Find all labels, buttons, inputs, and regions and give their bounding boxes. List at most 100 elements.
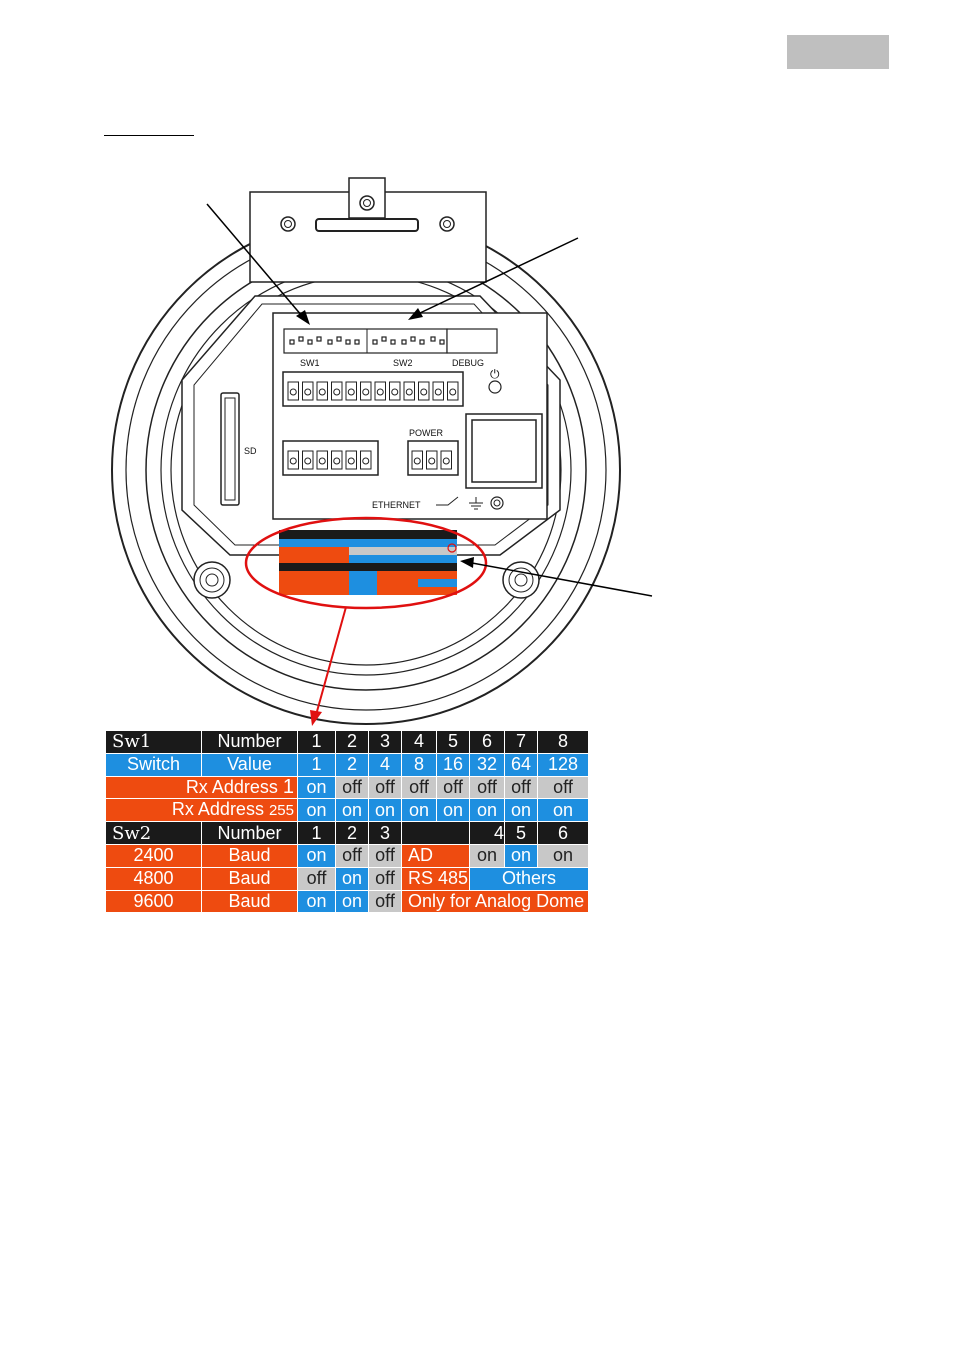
header-cell: 3 bbox=[368, 730, 402, 754]
baud-4800-row: 4800 Baud off on off RS 485 Others bbox=[105, 866, 589, 891]
rx-num: 1 bbox=[282, 776, 294, 798]
header-cell bbox=[401, 821, 470, 845]
value-label: Value bbox=[201, 752, 298, 777]
sw1-switch-pins bbox=[289, 336, 360, 345]
terminal-screw bbox=[304, 457, 312, 465]
header-cell: 7 bbox=[504, 730, 538, 754]
terminal-screw bbox=[391, 388, 399, 396]
debug-label: DEBUG bbox=[452, 358, 484, 368]
baud-rate: 2400 bbox=[105, 844, 202, 868]
terminal-screw bbox=[442, 457, 450, 465]
highlight-ellipse bbox=[244, 516, 488, 610]
value-label: Switch bbox=[105, 752, 202, 777]
switch-value-row: Switch Value 1 2 4 8 16 32 64 128 bbox=[105, 752, 589, 777]
switch-cell: on bbox=[504, 844, 538, 868]
baud-unit: Baud bbox=[201, 866, 298, 891]
value-cell: 128 bbox=[537, 752, 589, 777]
zoom-pointer-line bbox=[315, 606, 347, 716]
terminal-screw bbox=[413, 457, 421, 465]
switch-cell: off bbox=[335, 775, 369, 800]
baud-unit: Baud bbox=[201, 889, 298, 914]
switch-cell: on bbox=[469, 844, 505, 868]
page-number-box bbox=[787, 35, 889, 69]
terminal-screw bbox=[333, 388, 341, 396]
baud-2400-row: 2400 Baud on off off AD on on on bbox=[105, 844, 589, 868]
switch-cell: off bbox=[297, 866, 336, 891]
header-cell: 2 bbox=[335, 730, 369, 754]
rx-num: 255 bbox=[268, 802, 294, 820]
arrow-to-sw2 bbox=[419, 237, 579, 314]
terminal-screw bbox=[434, 388, 442, 396]
switch-cell: off bbox=[335, 844, 369, 868]
sw2-header-row: Sw2 Number 1 2 3 4 5 6 bbox=[105, 821, 589, 845]
rx-address-1-row: Rx Address 1 on off off off off off off … bbox=[105, 775, 589, 800]
others-label: Others bbox=[469, 866, 589, 891]
terminal-screw bbox=[289, 457, 297, 465]
rx-label: Rx Address bbox=[185, 776, 278, 797]
switch-cell: on bbox=[504, 798, 538, 823]
terminal-screw bbox=[405, 388, 413, 396]
terminal-screw bbox=[449, 388, 457, 396]
rx-label: Rx Address bbox=[171, 799, 264, 820]
value-cell: 8 bbox=[401, 752, 437, 777]
header-number: Number bbox=[201, 730, 298, 754]
value-cell: 16 bbox=[436, 752, 470, 777]
mini-switch-label bbox=[279, 530, 457, 595]
mode-label: AD bbox=[401, 844, 470, 868]
terminal-screw bbox=[289, 388, 297, 396]
header-cell: 4 bbox=[401, 730, 437, 754]
sw2-switch-pins bbox=[372, 336, 445, 345]
sw1-header-row: Sw1 Number 1 2 3 4 5 6 7 8 bbox=[105, 730, 589, 754]
terminal-screw bbox=[428, 457, 436, 465]
header-cell: 5 bbox=[436, 730, 470, 754]
header-cell: 3 bbox=[368, 821, 402, 845]
ethernet-label: ETHERNET bbox=[372, 500, 421, 510]
header-cell: 4 bbox=[469, 821, 505, 845]
switch-cell: on bbox=[297, 889, 336, 914]
value-cell: 32 bbox=[469, 752, 505, 777]
baud-rate: 4800 bbox=[105, 866, 202, 891]
header-cell: 6 bbox=[537, 821, 589, 845]
header-cell: 1 bbox=[297, 821, 336, 845]
header-cell: 6 bbox=[469, 730, 505, 754]
sd-label: SD bbox=[244, 446, 257, 456]
terminal-screw bbox=[420, 388, 428, 396]
switch-cell: off bbox=[537, 775, 589, 800]
switch-cell: on bbox=[537, 798, 589, 823]
sw1-label: SW1 bbox=[300, 358, 320, 368]
sw2-label: SW2 bbox=[393, 358, 413, 368]
switch-cell: off bbox=[368, 844, 402, 868]
terminal-screw bbox=[318, 388, 326, 396]
terminal-screw bbox=[333, 457, 341, 465]
terminal-screw bbox=[376, 388, 384, 396]
ground-icon bbox=[469, 497, 483, 510]
arrow-to-sw1 bbox=[206, 203, 303, 317]
switch-cell: on bbox=[436, 798, 470, 823]
value-cell: 1 bbox=[297, 752, 336, 777]
terminal-screw bbox=[304, 388, 312, 396]
switch-cell: on bbox=[469, 798, 505, 823]
mode-label: RS 485 bbox=[401, 866, 470, 891]
switch-cell: on bbox=[297, 844, 336, 868]
switch-cell: off bbox=[401, 775, 437, 800]
power-label: POWER bbox=[409, 428, 444, 438]
switch-cell: on bbox=[335, 889, 369, 914]
switch-cell: off bbox=[436, 775, 470, 800]
mode-label: Only for Analog Dome bbox=[401, 889, 589, 914]
switch-cell: off bbox=[469, 775, 505, 800]
switch-cell: on bbox=[297, 798, 336, 823]
switch-cell: on bbox=[537, 844, 589, 868]
switch-cell: off bbox=[504, 775, 538, 800]
switch-cell: on bbox=[297, 775, 336, 800]
header-cell: 8 bbox=[537, 730, 589, 754]
header-cell: 1 bbox=[297, 730, 336, 754]
terminal-screw bbox=[362, 388, 370, 396]
switch-cell: off bbox=[368, 775, 402, 800]
baud-unit: Baud bbox=[201, 844, 298, 868]
header-number: Number bbox=[201, 821, 298, 845]
heading-underline bbox=[104, 135, 194, 136]
switch-cell: off bbox=[368, 889, 402, 914]
sw1-title: Sw1 bbox=[105, 730, 202, 754]
switch-cell: on bbox=[368, 798, 402, 823]
